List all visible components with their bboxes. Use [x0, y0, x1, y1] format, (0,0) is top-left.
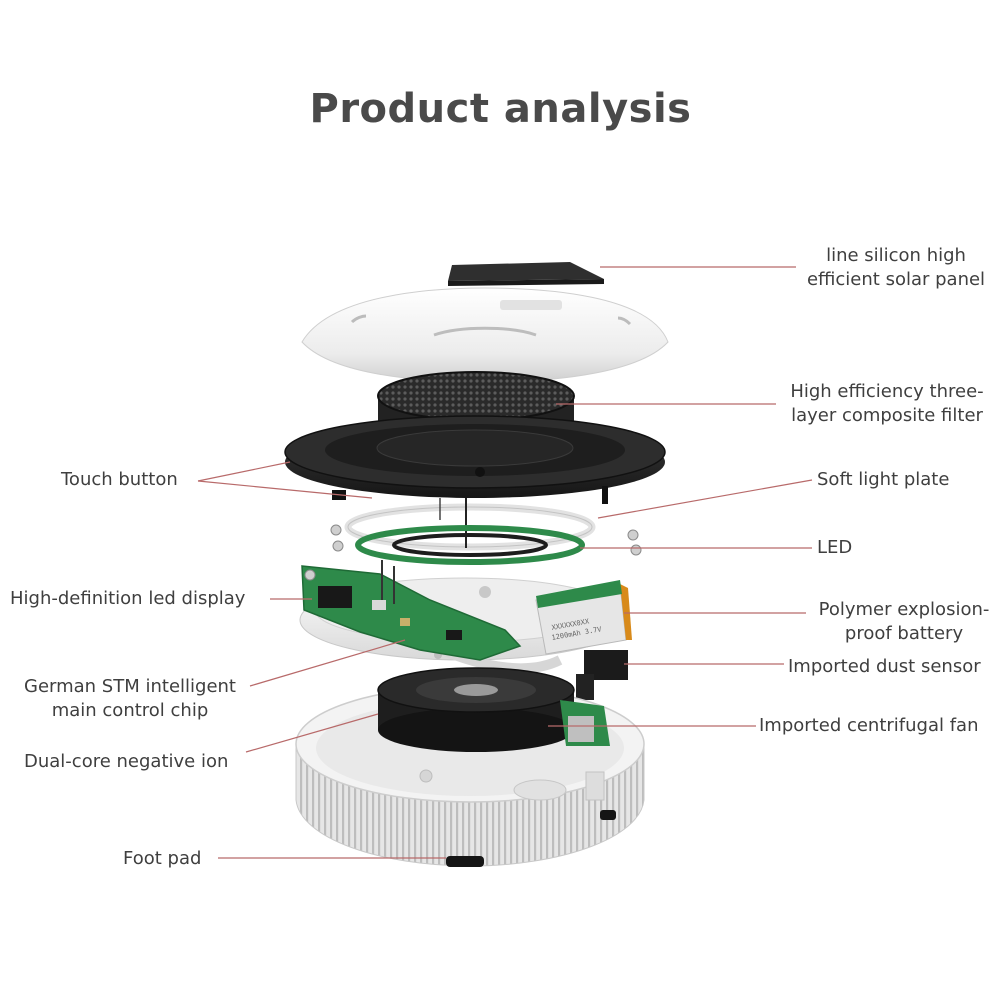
dust-sensor-part [576, 650, 628, 700]
label-led-display: High-definition led display [10, 588, 246, 609]
main-pcb-part [301, 560, 522, 661]
label-filter: High efficiency three- layer composite f… [776, 380, 998, 428]
led-ring-part [330, 524, 642, 565]
label-solar-panel-line1: line silicon high [826, 245, 966, 266]
label-centrifugal-fan: Imported centrifugal fan [759, 715, 979, 736]
leader-touch-button-a [197, 461, 291, 482]
label-filter-line1: High efficiency three- [790, 381, 984, 402]
label-filter-line2: layer composite filter [791, 405, 983, 426]
leader-soft-light-plate [597, 479, 813, 519]
label-soft-light-plate: Soft light plate [817, 469, 950, 490]
soft-light-plate-part [344, 498, 596, 551]
label-battery: Polymer explosion- proof battery [806, 598, 1001, 646]
leader-touch-button-b [197, 480, 373, 499]
label-battery-line1: Polymer explosion- [818, 599, 990, 620]
leader-control-chip [249, 639, 406, 687]
label-control-chip-line2: main control chip [51, 700, 209, 721]
label-negative-ion: Dual-core negative ion [24, 751, 229, 772]
label-battery-line2: proof battery [844, 623, 964, 644]
label-control-chip: German STM intelligent main control chip [10, 675, 250, 723]
top-lid-part [301, 287, 669, 383]
label-control-chip-line1: German STM intelligent [24, 676, 236, 697]
dark-ring-plate-part [284, 415, 666, 504]
label-solar-panel: line silicon high efficient solar panel [796, 244, 996, 292]
label-foot-pad: Foot pad [123, 848, 202, 869]
centrifugal-fan-part [377, 667, 610, 752]
leader-negative-ion [245, 713, 379, 753]
page-title: Product analysis [309, 86, 692, 132]
label-led: LED [817, 537, 853, 558]
label-solar-panel-line2: efficient solar panel [806, 269, 986, 290]
battery-part: XXXXXX0XX 1200mAh 3.7V [535, 580, 632, 655]
label-touch-button: Touch button [61, 469, 178, 490]
label-dust-sensor: Imported dust sensor [788, 656, 981, 677]
solar-panel-part [448, 262, 604, 286]
